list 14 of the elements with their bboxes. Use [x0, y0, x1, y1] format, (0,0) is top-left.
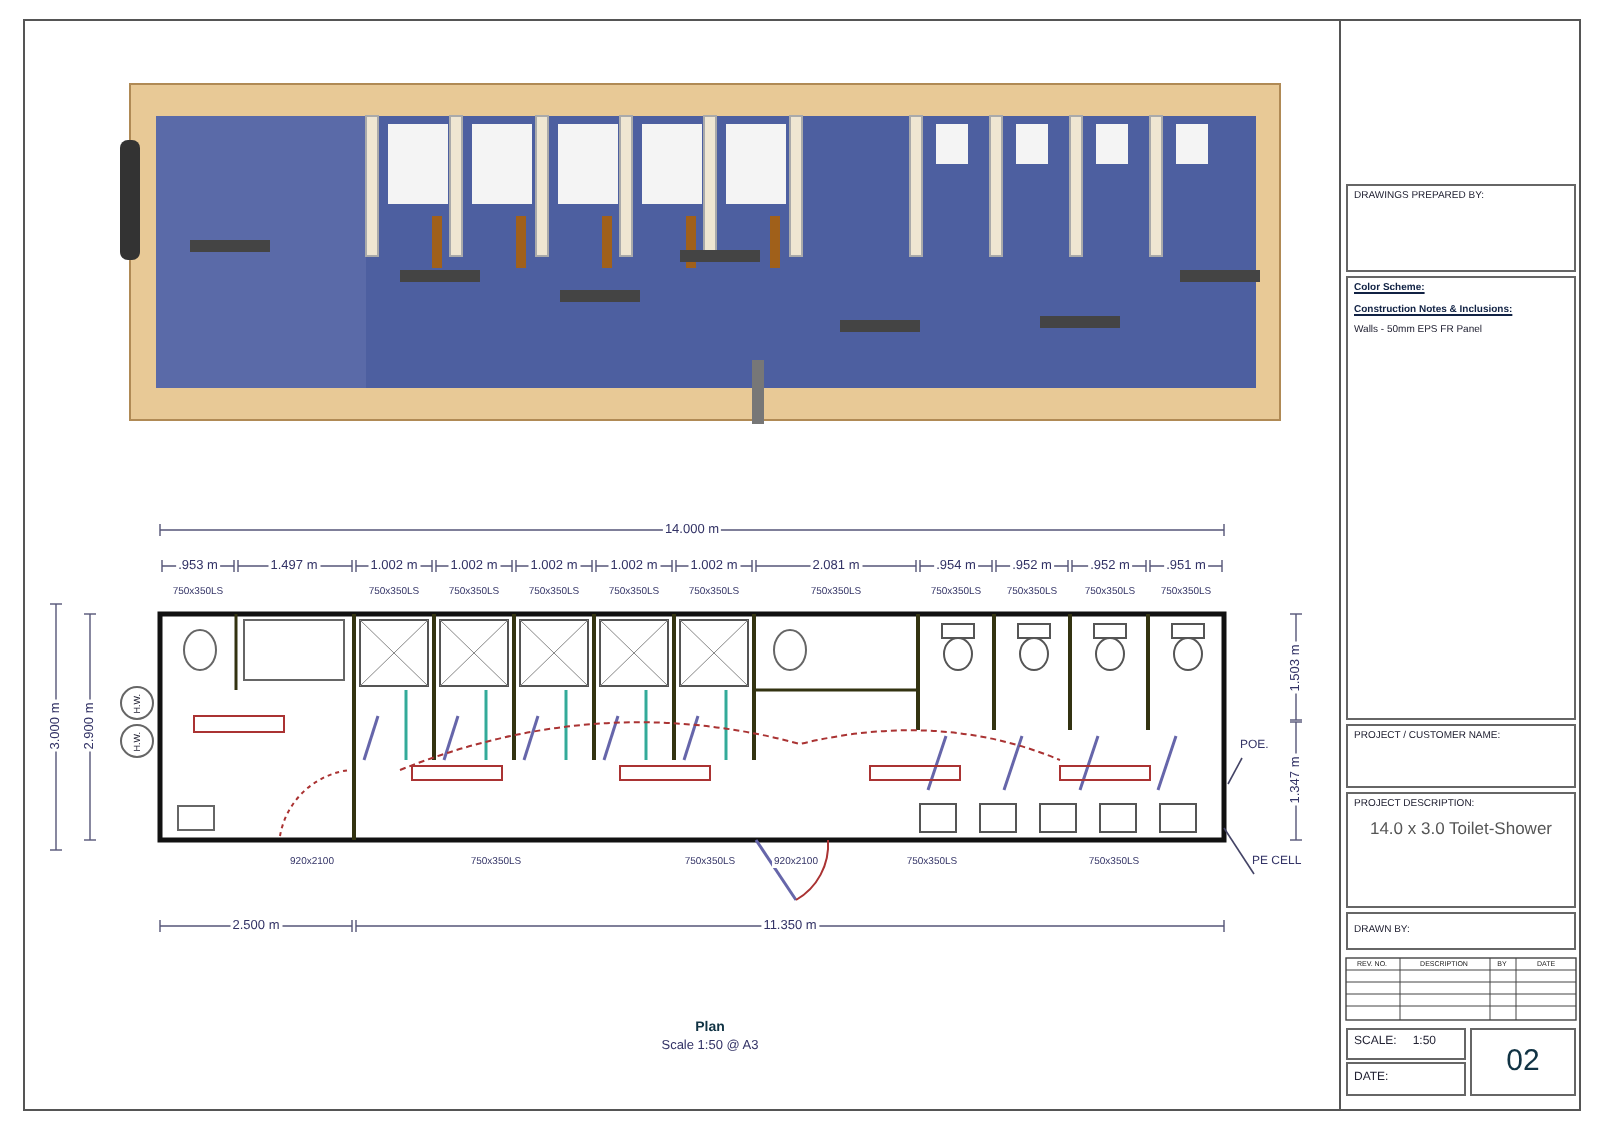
scale-panel — [1346, 1028, 1466, 1060]
project-name-panel — [1346, 724, 1576, 788]
date-panel — [1346, 1062, 1466, 1096]
notes-panel — [1346, 276, 1576, 720]
drawn-by-panel — [1346, 912, 1576, 950]
leader-line — [1227, 757, 1243, 785]
drawing-info-panel — [1346, 184, 1576, 272]
sheet-number-panel — [1470, 1028, 1576, 1096]
water-heater-circle — [120, 724, 154, 758]
water-heater-circle — [120, 686, 154, 720]
leader-line — [1223, 827, 1255, 875]
project-description-panel — [1346, 792, 1576, 908]
sheet-number: 02 — [1506, 1042, 1540, 1082]
project-title: 14.0 x 3.0 Toilet-Shower — [1367, 817, 1555, 840]
